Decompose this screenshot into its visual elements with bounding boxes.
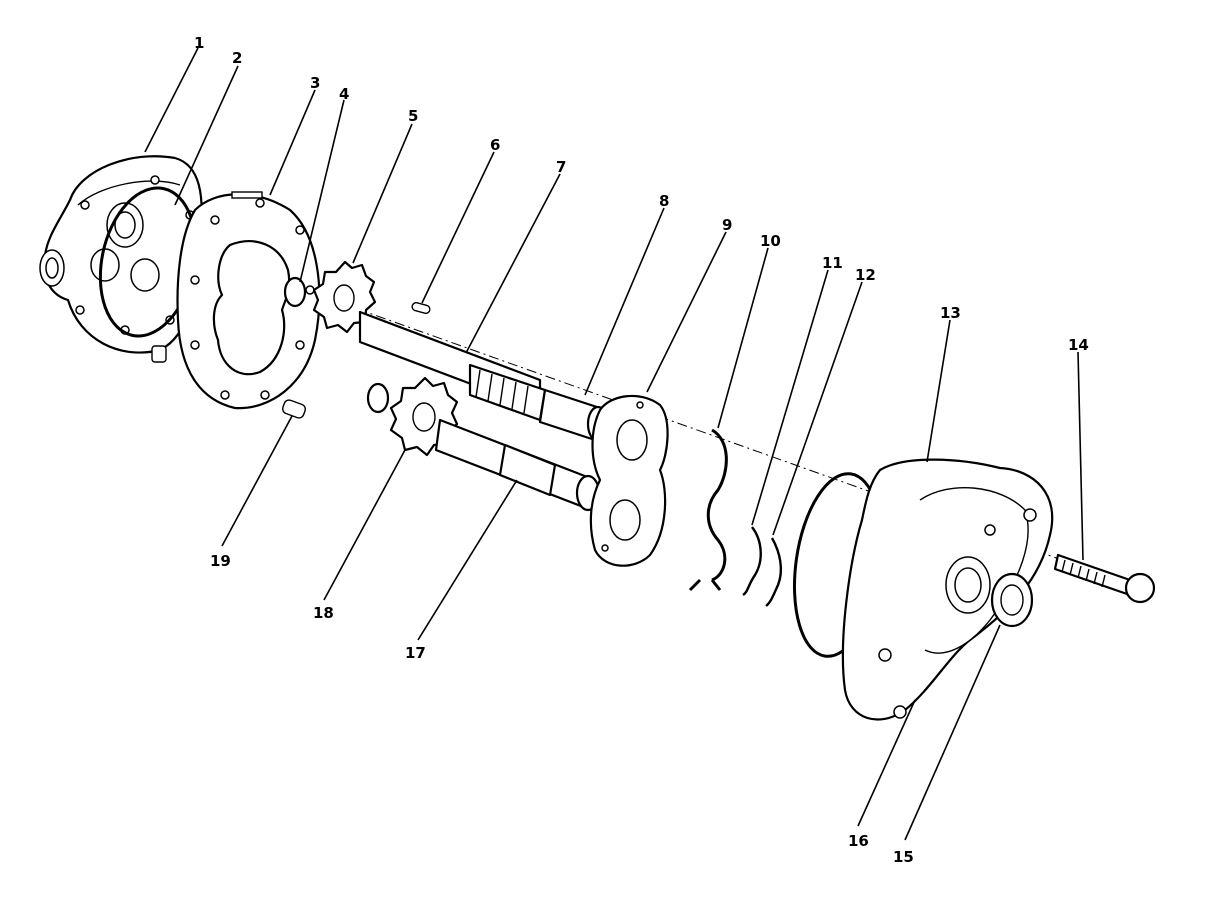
callout-10: 10 — [760, 232, 781, 250]
leader-9 — [646, 231, 727, 393]
leader-18 — [323, 449, 406, 601]
part-4-bushing — [283, 276, 307, 308]
leader-13 — [926, 319, 951, 463]
leader-3 — [269, 89, 316, 196]
leader-11 — [751, 269, 829, 526]
callout-1: 1 — [194, 34, 204, 52]
part-14-cap-screw — [1053, 553, 1156, 604]
part-15-shaft-seal — [990, 572, 1034, 628]
part-19-dowel-pin — [281, 399, 307, 419]
callout-18: 18 — [313, 604, 334, 622]
leader-19 — [221, 415, 293, 547]
leader-6 — [421, 151, 495, 304]
callout-6: 6 — [490, 136, 500, 154]
leader-15 — [904, 624, 1001, 841]
part-9-wear-plate — [589, 394, 669, 567]
callout-7: 7 — [556, 158, 566, 176]
callout-9: 9 — [722, 216, 732, 234]
callout-3: 3 — [310, 74, 320, 92]
leader-16 — [857, 699, 916, 827]
callout-19: 19 — [210, 552, 231, 570]
callout-11: 11 — [822, 254, 843, 272]
part-6-key — [411, 302, 431, 314]
leader-14 — [1077, 351, 1084, 561]
callout-5: 5 — [408, 107, 418, 125]
leader-5 — [352, 123, 413, 264]
callout-14: 14 — [1068, 336, 1089, 354]
callout-12: 12 — [855, 266, 876, 284]
callout-13: 13 — [940, 304, 961, 322]
part-3-gear-housing — [176, 191, 321, 410]
leader-7 — [465, 173, 561, 354]
leader-8 — [584, 207, 665, 396]
part-7-drive-shaft — [358, 310, 547, 422]
callout-16: 16 — [848, 832, 869, 850]
callout-2: 2 — [232, 49, 242, 67]
callout-8: 8 — [659, 192, 669, 210]
leader-12 — [772, 281, 863, 536]
leader-17 — [417, 479, 518, 641]
callout-15: 15 — [893, 848, 914, 866]
part-13-front-cover — [841, 458, 1054, 721]
leader-4 — [299, 99, 345, 283]
leader-10 — [717, 247, 769, 429]
part-17-idler-shaft — [434, 418, 601, 512]
part-11-backup-ring — [742, 526, 762, 597]
leader-1 — [144, 47, 199, 153]
leader-2 — [174, 65, 239, 206]
part-10-seal — [688, 428, 728, 592]
callout-17: 17 — [405, 644, 426, 662]
part-12-backup-ring — [765, 537, 783, 607]
callout-4: 4 — [339, 85, 349, 103]
part-1-rear-housing — [39, 155, 203, 363]
